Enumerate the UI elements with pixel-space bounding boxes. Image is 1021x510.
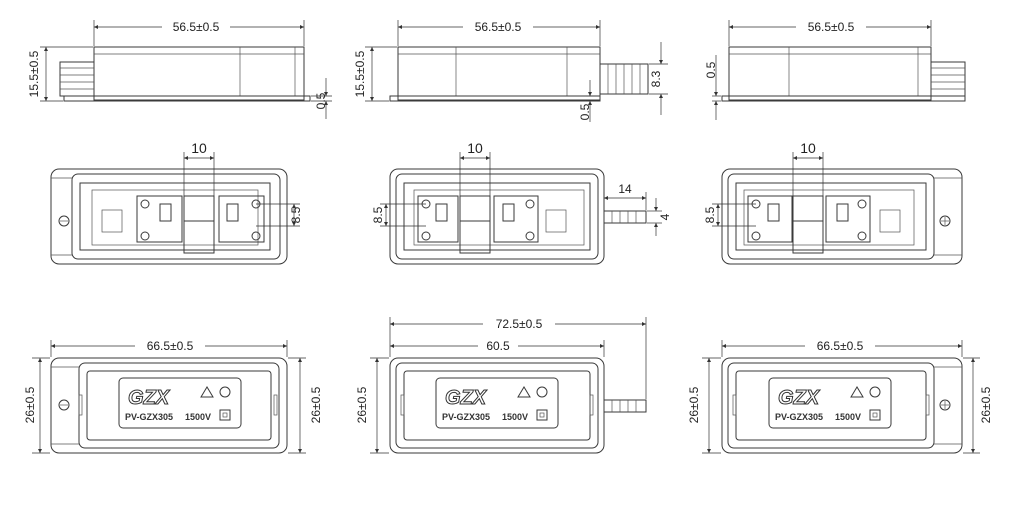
- brand-logo: GZX: [778, 387, 821, 409]
- side-view-right: 56.5±0.5 0.5: [704, 18, 966, 120]
- int-left-pitch-label: 10: [191, 140, 207, 156]
- warning-icon: [850, 386, 864, 398]
- double-insulation-icon: [869, 409, 881, 421]
- voltage-label: 1500V: [835, 412, 861, 422]
- int-mid-cable-len-label: 14: [618, 182, 632, 196]
- top-right-height-l-label: 26±0.5: [687, 386, 701, 423]
- side-mid-width-label: 56.5±0.5: [475, 20, 522, 34]
- model-label: PV-GZX305: [125, 412, 173, 422]
- side-right-base-label: 0.5: [704, 61, 718, 78]
- double-insulation-icon: [219, 409, 231, 421]
- top-view-middle: GZX PV-GZX305 1500V 72.5±0.5 60.5 26±0.5: [355, 315, 647, 454]
- brand-logo: GZX: [445, 387, 488, 409]
- side-view-middle: 56.5±0.5 15.5±0.5 0.5 8.3: [353, 18, 668, 122]
- top-mid-height-label: 26±0.5: [355, 386, 369, 423]
- top-right-height-r-label: 26±0.5: [979, 386, 993, 423]
- int-mid-hole-label: 8.5: [371, 206, 385, 223]
- recycle-icon: [536, 386, 548, 398]
- int-mid-cable-dia-label: 4: [658, 213, 672, 220]
- top-mid-overall-label: 72.5±0.5: [496, 317, 543, 331]
- voltage-label: 1500V: [502, 412, 528, 422]
- recycle-icon: [869, 386, 881, 398]
- top-view-left: GZX PV-GZX305 1500V 66.5±0.5 26±0.5 26±0…: [23, 337, 323, 454]
- model-label: PV-GZX305: [775, 412, 823, 422]
- top-left-height-r-label: 26±0.5: [309, 386, 323, 423]
- interior-view-left: 10 8.5: [50, 140, 303, 265]
- int-right-hole-label: 8.5: [703, 206, 717, 223]
- double-insulation-icon: [536, 409, 548, 421]
- interior-view-right: 10 8.5: [703, 140, 963, 265]
- top-left-width-label: 66.5±0.5: [147, 339, 194, 353]
- interior-view-middle: 10 8.5 14 4: [371, 140, 672, 265]
- int-right-pitch-label: 10: [800, 140, 816, 156]
- int-mid-pitch-label: 10: [467, 140, 483, 156]
- side-left-base-label: 0.5: [314, 92, 328, 109]
- voltage-label: 1500V: [185, 412, 211, 422]
- recycle-icon: [219, 386, 231, 398]
- side-mid-cable-label: 8.3: [649, 70, 663, 87]
- top-mid-width-label: 60.5: [486, 339, 510, 353]
- side-view-left: 56.5±0.5 15.5±0.5 0.5: [27, 18, 332, 119]
- top-view-right: GZX PV-GZX305 1500V 66.5±0.5 26±0.5 26±0…: [687, 337, 993, 454]
- brand-logo: GZX: [128, 387, 171, 409]
- top-left-height-l-label: 26±0.5: [23, 386, 37, 423]
- warning-icon: [200, 386, 214, 398]
- warning-icon: [517, 386, 531, 398]
- top-right-width-label: 66.5±0.5: [817, 339, 864, 353]
- model-label: PV-GZX305: [442, 412, 490, 422]
- side-mid-base-label: 0.5: [578, 103, 592, 120]
- side-left-width-label: 56.5±0.5: [173, 20, 220, 34]
- int-left-hole-label: 8.5: [289, 206, 303, 223]
- side-left-height-label: 15.5±0.5: [27, 50, 41, 97]
- side-right-width-label: 56.5±0.5: [808, 20, 855, 34]
- side-mid-height-label: 15.5±0.5: [353, 50, 367, 97]
